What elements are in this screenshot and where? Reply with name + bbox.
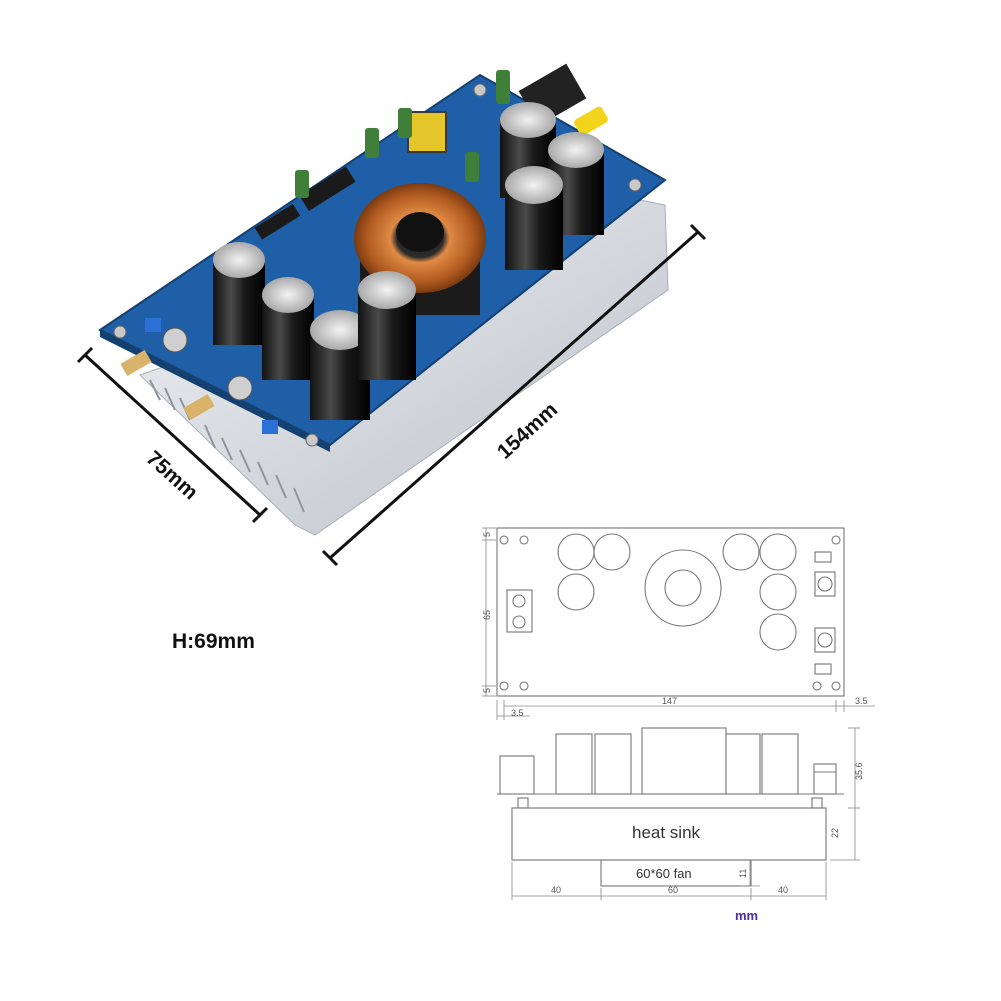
dim-right: 40: [778, 885, 788, 895]
transformer: [407, 111, 447, 153]
output-connector: [183, 393, 215, 421]
dim-length: 147: [662, 696, 677, 706]
capacitor-symbol: [722, 533, 760, 571]
fan-outline: [600, 859, 752, 887]
dim-right-offset: 3.5: [855, 696, 868, 706]
side-capacitor: [555, 733, 593, 795]
inductor-symbol: [644, 549, 722, 627]
small-capacitor: [465, 152, 479, 182]
hole-symbol: [831, 535, 841, 545]
component-symbol: [814, 663, 832, 675]
small-capacitor: [496, 70, 510, 104]
terminal-symbol: [506, 589, 533, 633]
capacitor-symbol: [759, 613, 797, 651]
capacitor-symbol: [557, 533, 595, 571]
fan-label: 60*60 fan: [636, 866, 692, 881]
potentiometer: [262, 420, 278, 434]
dim-top-margin: 5: [482, 532, 492, 537]
component-symbol: [814, 551, 832, 563]
component-symbol: [814, 627, 836, 653]
hole-symbol: [812, 681, 822, 691]
potentiometer: [145, 318, 161, 332]
side-capacitor: [761, 733, 799, 795]
fuse: [574, 106, 608, 136]
dim-height-total: 65: [482, 610, 492, 620]
board-outline: [496, 527, 845, 697]
hole-symbol: [831, 681, 841, 691]
hole-symbol: [519, 535, 529, 545]
top-view-drawing: [496, 527, 845, 697]
width-dimension-line: [83, 353, 262, 517]
capacitor-symbol: [759, 573, 797, 611]
unit-label: mm: [735, 908, 758, 923]
side-view-dimensions: [511, 727, 860, 900]
screw-terminal: [162, 327, 188, 353]
side-inductor: [641, 727, 727, 795]
mounting-hole: [305, 433, 319, 447]
ic-chip: [299, 166, 356, 211]
hole-symbol: [519, 681, 529, 691]
length-label: 154mm: [493, 398, 562, 464]
side-component: [813, 763, 837, 795]
electrolytic-capacitors: [213, 102, 604, 420]
photo-dimension-lines: [76, 223, 707, 567]
dim-heatsink-height: 22: [830, 828, 840, 838]
dim-left: 40: [551, 885, 561, 895]
screw-terminal: [227, 375, 253, 401]
length-dimension-line: [329, 230, 699, 560]
ic-chip: [254, 203, 301, 240]
side-terminal: [499, 755, 535, 795]
inductor-core-symbol: [664, 569, 702, 607]
small-capacitor: [295, 170, 309, 198]
side-capacitor: [725, 733, 761, 795]
dim-bottom-margin: 5: [482, 688, 492, 693]
hole-symbol: [499, 535, 509, 545]
heat-sink-label: heat sink: [632, 823, 701, 842]
mounting-hole: [113, 325, 127, 339]
small-capacitor: [365, 128, 379, 158]
side-view-drawing: [497, 727, 844, 887]
component-symbol: [814, 571, 836, 597]
height-label: H:69mm: [172, 630, 255, 653]
small-capacitor: [398, 108, 412, 138]
dim-left-offset: 3.5: [511, 708, 524, 718]
capacitor-symbol: [593, 533, 631, 571]
top-view-dimensions: [482, 527, 875, 720]
hole-symbol: [499, 681, 509, 691]
product-photo: [98, 63, 669, 536]
side-capacitor: [594, 733, 632, 795]
mounting-hole: [473, 83, 487, 97]
mounting-hole: [628, 178, 642, 192]
dim-center: 60: [668, 885, 678, 895]
dim-fan-height: 11: [738, 869, 748, 878]
output-connector: [120, 349, 152, 377]
dim-component-height: 35.6: [854, 762, 864, 780]
capacitor-symbol: [759, 533, 797, 571]
capacitor-symbol: [557, 573, 595, 611]
